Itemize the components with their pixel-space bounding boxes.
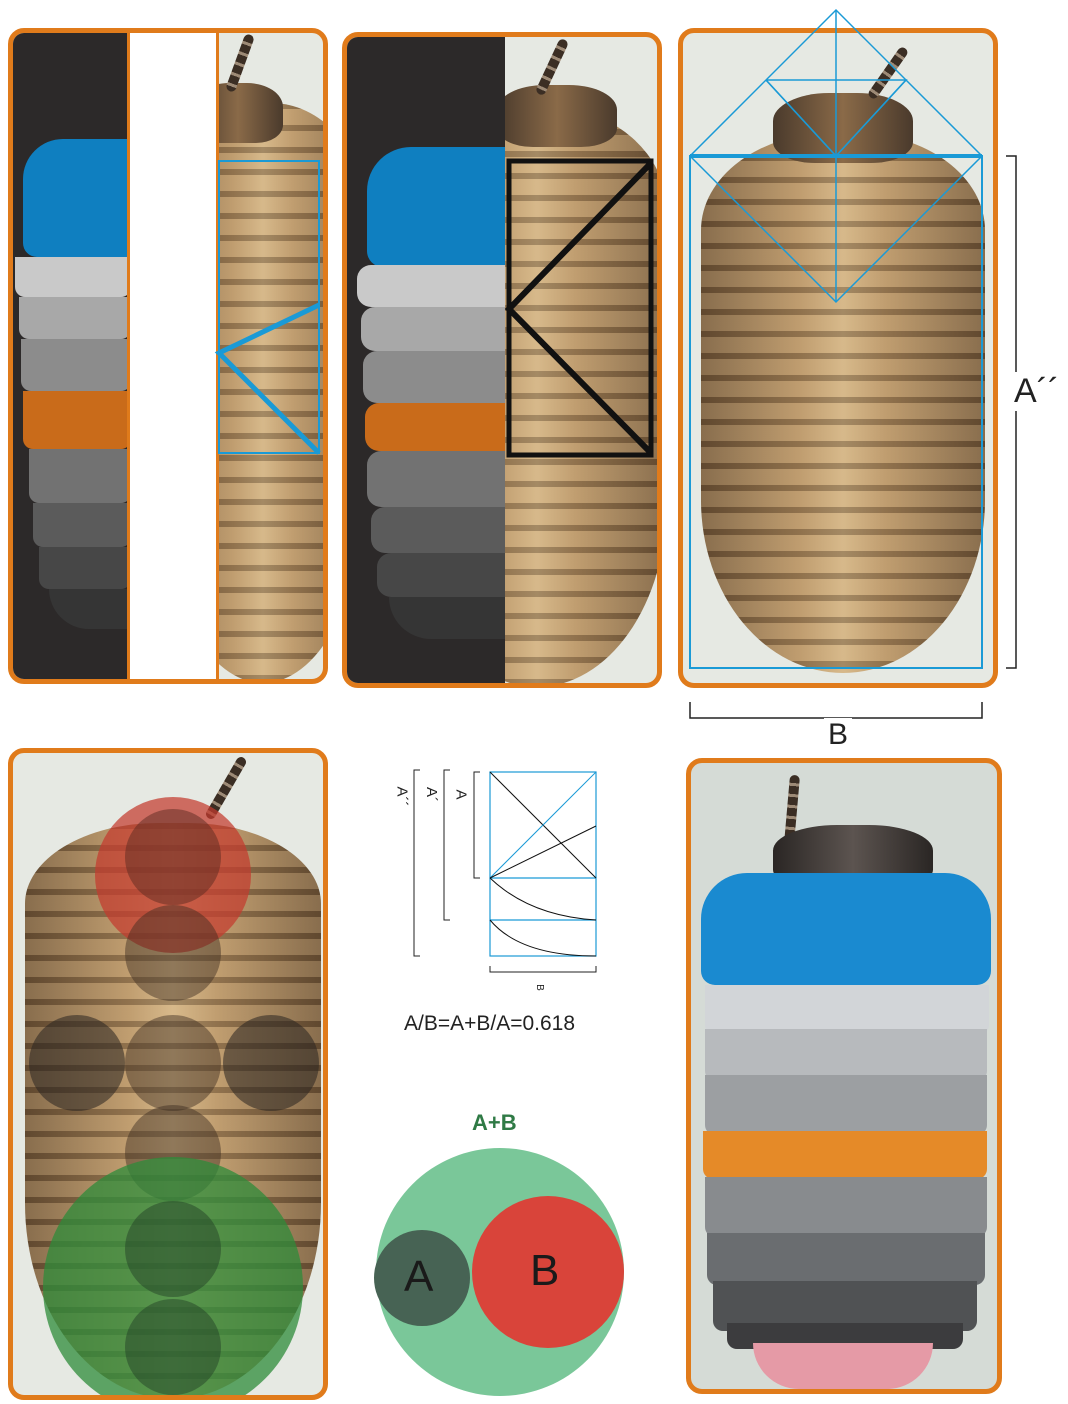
small-label-a-double-prime: A´´ [394,787,411,807]
segment-orange [703,1131,987,1179]
ratio-formula: A/B=A+B/A=0.618 [404,1012,575,1036]
small-label-a-prime: A´ [423,787,440,802]
segment-head-blue [701,873,991,985]
segment-1 [705,985,989,1035]
small-label-b: B [534,984,545,991]
segment-2 [705,1029,987,1081]
circle-overlay-guide [13,753,328,1400]
segment-4 [705,1177,987,1237]
segment-3 [705,1075,987,1135]
circle-title: A+B [472,1110,517,1136]
panel-circle-overlay [8,748,328,1400]
segment-tail-pink [753,1343,933,1389]
circle-label-a: A [404,1252,433,1302]
label-a-double-prime: A´´ [1012,372,1061,411]
small-label-a: A [453,789,470,799]
circle-label-b: B [530,1246,559,1296]
segment-5 [707,1233,985,1285]
panel-colored-isopod [686,758,1002,1394]
golden-rectangle-guide [0,0,1068,760]
label-b: B [824,718,852,752]
